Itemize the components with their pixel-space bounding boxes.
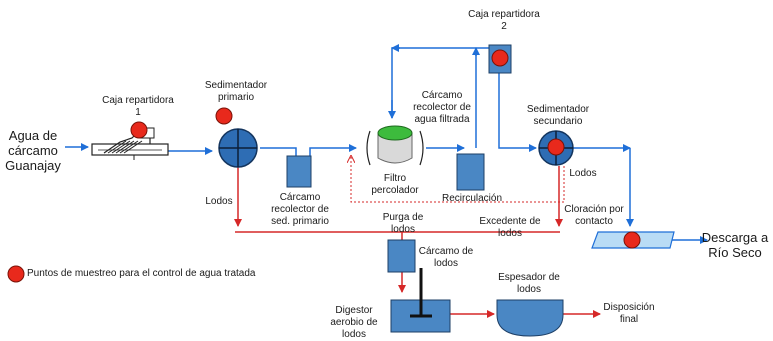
sample-point-splitter-1 — [130, 121, 148, 139]
primary-sump — [286, 155, 312, 188]
excess-sludge-label: Excedente de lodos — [479, 216, 541, 239]
chlorination-label: Cloración por contacto — [564, 204, 624, 227]
sludge-sump-label: Cárcamo de lodos — [418, 246, 474, 269]
sludge-thickener — [496, 299, 564, 337]
sample-point-chlorination — [623, 231, 641, 249]
sample-point-splitter-2 — [491, 49, 509, 67]
trickling-filter-label: Filtro percolador — [371, 173, 419, 196]
sludge-lines — [234, 156, 601, 318]
legend-label: Puntos de muestreo para el control de ag… — [27, 268, 256, 279]
discharge-label: Descarga a Río Seco — [701, 230, 769, 260]
aerobic-digester — [390, 268, 451, 333]
sample-point-primary-settler — [215, 107, 233, 125]
sludge-left-label: Lodos — [205, 196, 233, 207]
primary-settler — [218, 128, 258, 168]
trickling-filter — [366, 125, 424, 166]
splitter-2-label: Caja repartidora 2 — [468, 9, 540, 32]
digester-label: Digestor aerobio de lodos — [330, 305, 378, 340]
primary-sump-label: Cárcamo recolector de sed. primario — [271, 192, 329, 227]
thickener-label: Espesador de lodos — [498, 272, 560, 295]
sample-point-secondary-settler — [547, 138, 565, 156]
recirculation-sump — [456, 153, 485, 191]
splitter-box-1 — [91, 127, 169, 160]
filtered-sump-label: Cárcamo recolector de agua filtrada — [413, 90, 471, 125]
inlet-label: Agua de cárcamo Guanajay — [5, 128, 61, 173]
splitter-1-label: Caja repartidora 1 — [102, 95, 174, 118]
legend-sample-point-icon — [7, 265, 25, 283]
sludge-sump — [387, 239, 416, 273]
water-flow-lines — [65, 44, 708, 244]
sludge-purge-label: Purga de lodos — [382, 212, 424, 235]
recirculation-label: Recirculación — [441, 193, 503, 204]
secondary-settler-label: Sedimentador secundario — [526, 104, 590, 127]
primary-settler-label: Sedimentador primario — [204, 80, 268, 103]
sludge-right-label: Lodos — [569, 168, 597, 179]
final-disposal-label: Disposición final — [603, 302, 655, 325]
